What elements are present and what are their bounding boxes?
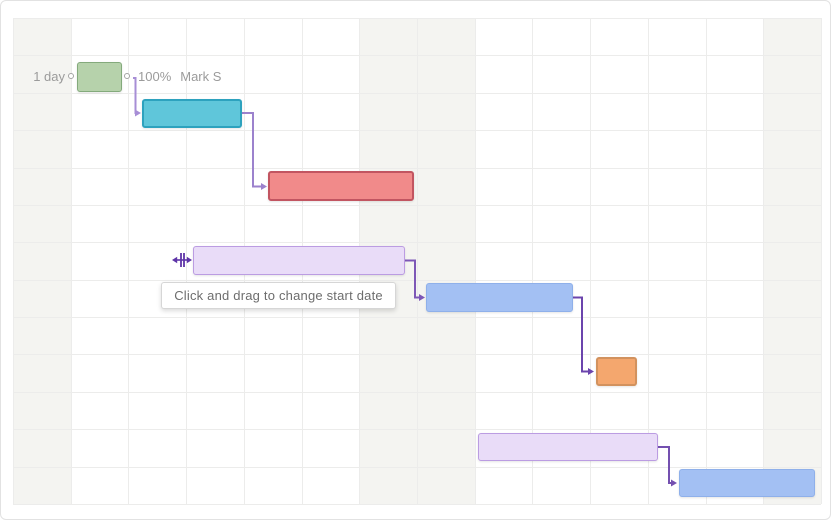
task-green[interactable] <box>77 62 122 92</box>
grid-hline <box>13 55 821 57</box>
grid-vline <box>70 18 72 504</box>
drag-tooltip: Click and drag to change start date <box>161 282 396 309</box>
grid-hline <box>13 92 821 94</box>
task-blue-2[interactable] <box>679 469 815 497</box>
link-handle-end[interactable] <box>123 72 130 79</box>
grid-vline <box>532 18 534 504</box>
grid-hline <box>13 503 821 505</box>
task-blue-1[interactable] <box>426 283 573 312</box>
task-lavender-1[interactable] <box>193 246 405 275</box>
grid-vline <box>705 18 707 504</box>
grid-vline <box>128 18 130 504</box>
grid-hline <box>13 18 821 19</box>
resize-start-handle-icon[interactable] <box>172 252 192 268</box>
link-handle-start[interactable] <box>68 72 74 79</box>
grid-vline <box>474 18 476 504</box>
grid-vline <box>820 18 822 504</box>
weekend-column <box>416 18 475 504</box>
task-progress-label: 100% <box>138 69 172 84</box>
task-lavender-2[interactable] <box>478 433 658 461</box>
task-duration-label: 1 day <box>33 69 65 84</box>
grid-hline <box>13 130 821 132</box>
task-red[interactable] <box>268 171 414 201</box>
grid-hline <box>13 429 821 431</box>
task-teal[interactable] <box>142 99 242 128</box>
grid-vline <box>763 18 765 504</box>
weekend-column <box>13 18 71 504</box>
grid-vline <box>590 18 592 504</box>
grid-hline <box>13 391 821 393</box>
grid-vline <box>647 18 649 504</box>
task-orange[interactable] <box>596 357 637 386</box>
grid-hline <box>13 354 821 356</box>
grid-hline <box>13 167 821 169</box>
grid-hline <box>13 204 821 206</box>
grid-vline <box>186 18 188 504</box>
weekend-column <box>763 18 821 504</box>
grid-hline <box>13 466 821 468</box>
task-assignee-label: Mark S <box>180 69 222 84</box>
task-meta-label: 100% Mark S <box>138 69 230 84</box>
grid-hline <box>13 242 821 244</box>
grid-vline <box>13 18 14 504</box>
grid-hline <box>13 317 821 319</box>
